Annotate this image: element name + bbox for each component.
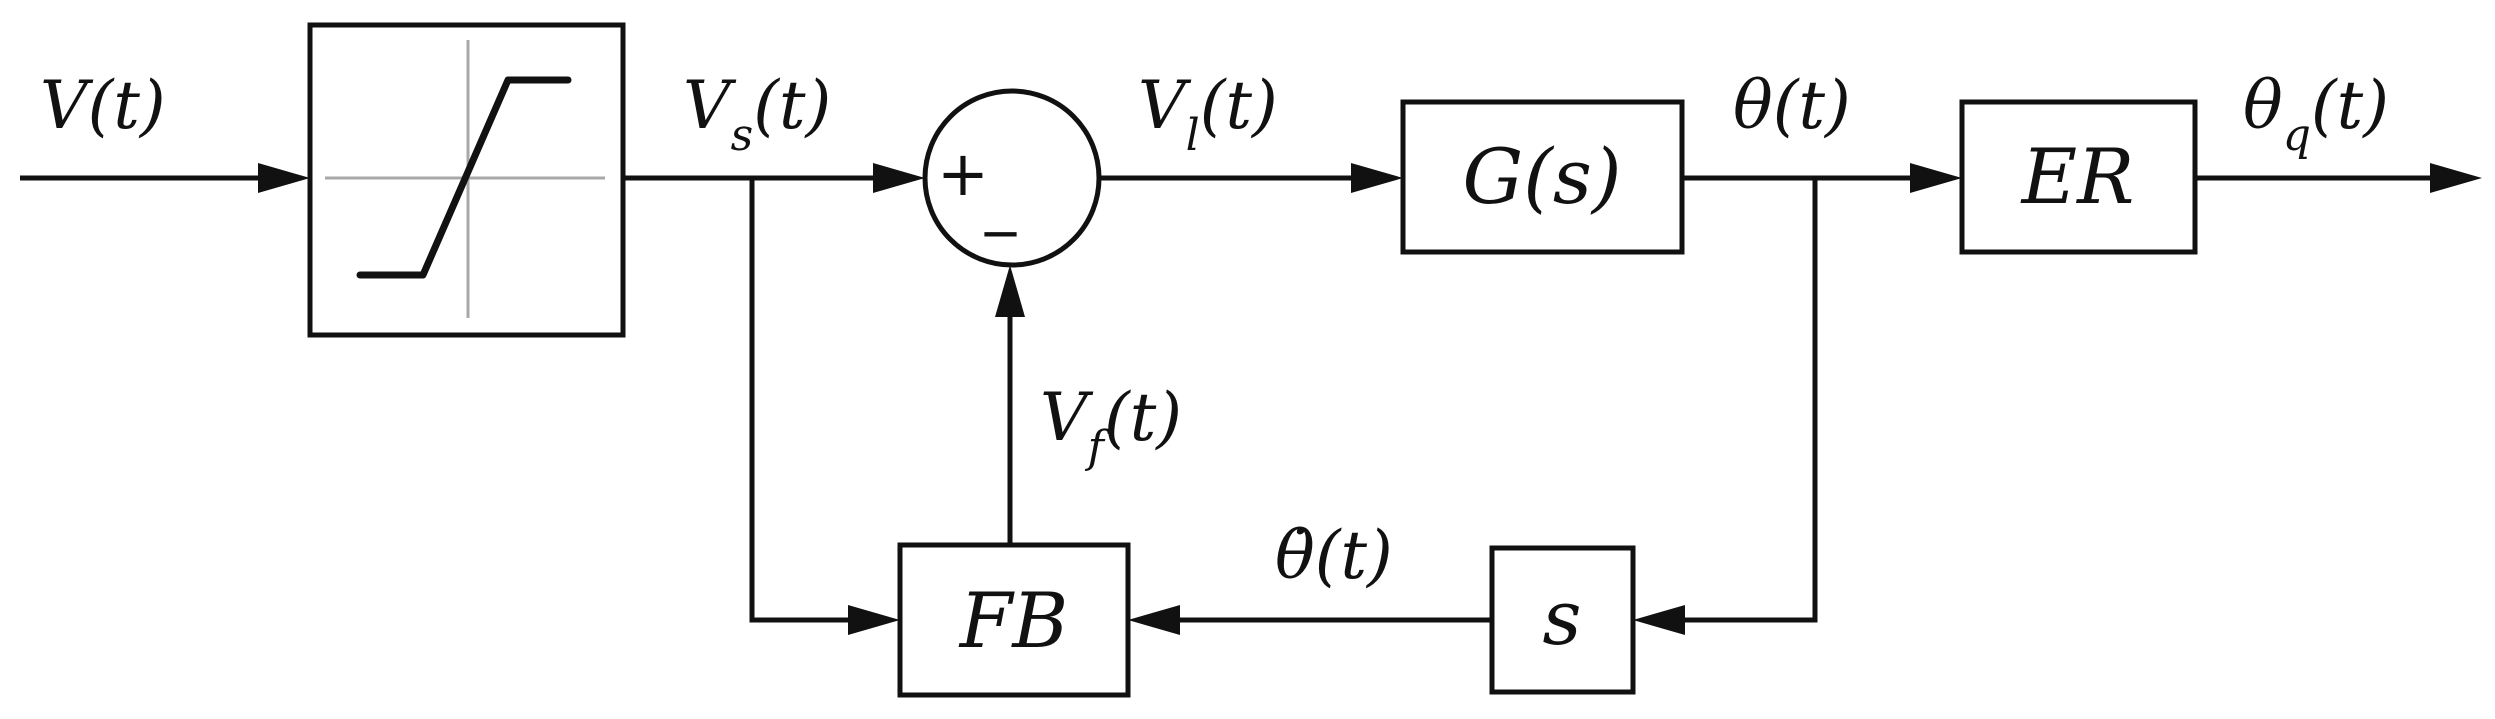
signal-label-loop-subscript: l: [1186, 110, 1200, 161]
arrowhead-output: [2430, 163, 2482, 193]
signal-label-saturated-base: V: [683, 67, 737, 144]
arrowhead-into-sum-minus: [995, 265, 1025, 317]
signal-label-feedback: Vf(t): [1040, 379, 1182, 473]
saturation-curve: [356, 76, 572, 279]
signal-label-output-base: θ: [2243, 67, 2283, 144]
plant-block-frame: [1400, 99, 1685, 255]
signal-label-loop-args: (t): [1200, 67, 1278, 144]
signal-label-input: V(t): [40, 67, 166, 144]
feedback-block-label: FB: [958, 576, 1069, 665]
feedback-block-frame: [897, 542, 1131, 698]
summing-minus-sign: _: [984, 164, 1017, 237]
differentiator-block-label: s: [1542, 573, 1581, 662]
summing-plus-sign: +: [937, 137, 989, 210]
plant-block: G(s): [1400, 99, 1685, 255]
signal-wires: [20, 175, 2440, 623]
summing-junction-circle: [922, 88, 1102, 268]
signal-label-saturated-args: (t): [753, 67, 831, 144]
arrowhead-into-plant: [1351, 163, 1403, 193]
arrowhead-into-er: [1910, 163, 1962, 193]
arrowheads: [258, 163, 2482, 635]
signal-label-output-args: (t): [2311, 67, 2389, 144]
differentiator-block: s: [1489, 545, 1636, 695]
plant-block-label: G(s): [1462, 132, 1621, 221]
summing-junction: + _: [922, 88, 1102, 268]
signal-label-theta-dot: θ̇(t): [1275, 517, 1393, 594]
er-block: ER: [1959, 99, 2198, 255]
signal-label-theta: θ(t): [1733, 67, 1851, 144]
er-block-label: ER: [2020, 132, 2135, 221]
feedback-block: FB: [897, 542, 1131, 698]
differentiator-block-frame: [1489, 545, 1636, 695]
signal-label-loop-base: V: [1138, 67, 1192, 144]
arrowhead-into-fb-from-vs: [848, 605, 900, 635]
wire-theta-branch-to-s: [1677, 178, 1818, 623]
arrowhead-into-sum: [873, 163, 925, 193]
wire-vs-branch-to-fb: [749, 178, 870, 623]
arrowhead-into-fb-from-s: [1128, 605, 1180, 635]
signal-label-saturated: Vs(t): [683, 67, 831, 161]
arrowhead-into-s: [1633, 605, 1685, 635]
signal-label-output: θq(t): [2243, 67, 2389, 161]
arrowhead-into-saturation: [258, 163, 310, 193]
signal-label-feedback-args: (t): [1104, 379, 1182, 456]
signal-label-loop: Vl(t): [1138, 67, 1278, 161]
saturation-block: [307, 22, 626, 338]
er-block-frame: [1959, 99, 2198, 255]
signal-label-feedback-base: V: [1040, 379, 1094, 456]
signal-label-output-subscript: q: [2283, 110, 2311, 161]
signal-label-saturated-subscript: s: [731, 110, 754, 161]
